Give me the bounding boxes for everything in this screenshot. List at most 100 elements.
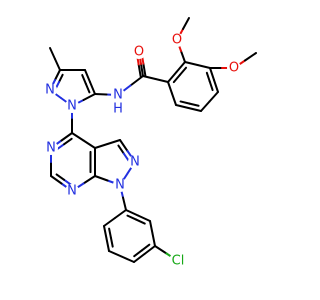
bond-b3-b4: [209, 67, 215, 81]
atom-background: [169, 252, 187, 270]
bond-c3-n_pz2_n2: [119, 139, 129, 152]
bond-c3a-c3: [106, 139, 121, 145]
atom-label: N: [113, 88, 123, 103]
atom-background: [44, 141, 58, 155]
bond-n_pz2_n1-c7a: [94, 175, 109, 182]
bond-b1-b2-inner: [178, 66, 188, 76]
bond-p5-p4: [89, 81, 96, 95]
bond-p3-n_pz1_n2-inner: [58, 73, 64, 84]
bond-co-o_carbonyl-a: [142, 62, 147, 77]
bond-p5-p4-inner: [81, 74, 87, 85]
atom-n-pz2-n1: N: [113, 178, 127, 193]
atom-background: [132, 45, 146, 59]
bond-co-o_carbonyl: [140, 63, 144, 77]
bond-a6-a1: [114, 209, 127, 219]
bond-b6-b1: [167, 81, 173, 95]
bond-b2-b3: [184, 61, 199, 66]
bond-b3-b4-inner: [208, 80, 214, 92]
bond-b2-o_methoxy_2: [180, 50, 186, 63]
bond-n_pyr_b-c6: [50, 175, 63, 185]
bond-a1-a2: [137, 214, 151, 222]
bond-n_pyr_a-c4-inner: [63, 137, 73, 146]
bond-c3-n_pz2_n2-inner: [117, 144, 125, 155]
bond-b1-b2: [175, 61, 186, 73]
atom-background: [43, 83, 57, 97]
bond-b3-b4-inner: [205, 71, 211, 83]
atom-o-carbonyl: O: [132, 45, 146, 60]
bond-a4-a5: [120, 255, 135, 263]
bond-a6-a1: [103, 217, 116, 227]
atom-cl: Cl: [169, 252, 187, 270]
bond-b5-b6-inner: [179, 100, 191, 105]
bond-a2-a3: [149, 220, 154, 235]
atom-label: N: [115, 178, 125, 193]
atom-n-pz1-n2: N: [43, 83, 57, 98]
bond-b2-b3: [196, 64, 211, 69]
atom-hydrogen-label: H: [113, 102, 123, 117]
bond-b3-b4: [213, 79, 219, 93]
bond-c7a-n_pyr_b: [82, 175, 96, 185]
atom-label: N: [45, 83, 55, 98]
atom-label: N: [67, 99, 77, 114]
bond-a1-a2: [125, 209, 139, 217]
bond-layer: [49, 17, 257, 263]
atom-background: [65, 99, 79, 113]
bond-a3-a4-inner: [133, 249, 143, 258]
bond-a4-a5: [108, 250, 123, 258]
bond-co-o_carbonyl-b: [137, 63, 142, 78]
atom-background: [128, 155, 142, 169]
bond-a3-a4-inner: [140, 243, 151, 252]
atom-n-pyr-b: N: [65, 184, 79, 199]
atom-label: N: [130, 155, 140, 170]
bond-p5-p4: [84, 69, 91, 83]
bond-a1-a2-inner: [126, 214, 138, 221]
bond-b6-b1: [171, 92, 177, 106]
atom-label: O: [172, 33, 182, 48]
bond-c4-c3a: [71, 132, 85, 142]
bond-b5-b6: [187, 107, 202, 112]
bond-b4-b5: [200, 100, 211, 112]
atom-background: [227, 61, 241, 75]
bond-c3a-c3: [94, 143, 109, 149]
atom-label: N: [67, 184, 77, 199]
bond-p3-n_pz1_n2: [54, 69, 61, 81]
bond-o_methoxy_3-me3: [244, 52, 257, 62]
bond-a1-a2-inner: [135, 218, 146, 225]
bond-n_pz2_n1-a1: [122, 196, 127, 211]
atom-n-amide: NH: [111, 88, 125, 117]
atom-o-methoxy-3: O: [227, 61, 241, 76]
bond-n_amide-p5: [94, 93, 108, 96]
bond-n_pz1_n1-p5: [82, 93, 96, 101]
atom-background: [65, 184, 79, 198]
bond-b4-b5: [208, 91, 219, 103]
bond-o_methoxy_2-me2: [182, 17, 190, 30]
atom-background: [111, 88, 125, 102]
bond-a3-a4: [143, 245, 156, 255]
bond-b1-co: [154, 78, 169, 83]
bond-a3-cl: [154, 245, 168, 255]
bond-p3-me_p: [54, 58, 61, 71]
atom-n-pz1-n1: N: [65, 99, 79, 114]
atom-label: O: [229, 61, 239, 76]
bond-b5-b6-inner: [188, 102, 200, 107]
atom-o-methoxy-2: O: [170, 33, 184, 48]
atom-n-pyr-a: N: [44, 141, 58, 156]
bond-p5-p4-inner: [84, 82, 91, 94]
bond-b5-b6: [175, 104, 190, 109]
bond-a5-a6: [105, 237, 110, 252]
bond-c4-c3a: [82, 139, 96, 149]
bond-n_pyr_a-c4: [60, 132, 73, 142]
atom-h-background: [112, 102, 124, 116]
bond-n_pyr_b-c6-inner: [55, 173, 66, 181]
atom-background: [170, 33, 184, 47]
bond-a5-a6-inner: [108, 227, 112, 239]
bond-a5-a6: [103, 225, 108, 240]
atom-label: Cl: [172, 254, 185, 269]
bond-a3-a4: [133, 253, 146, 263]
bond-b1-b2-inner: [172, 73, 181, 84]
bond-p3-me_p: [49, 47, 56, 60]
bond-a5-a6-inner: [109, 236, 114, 248]
bond-b1-b2: [167, 71, 178, 83]
